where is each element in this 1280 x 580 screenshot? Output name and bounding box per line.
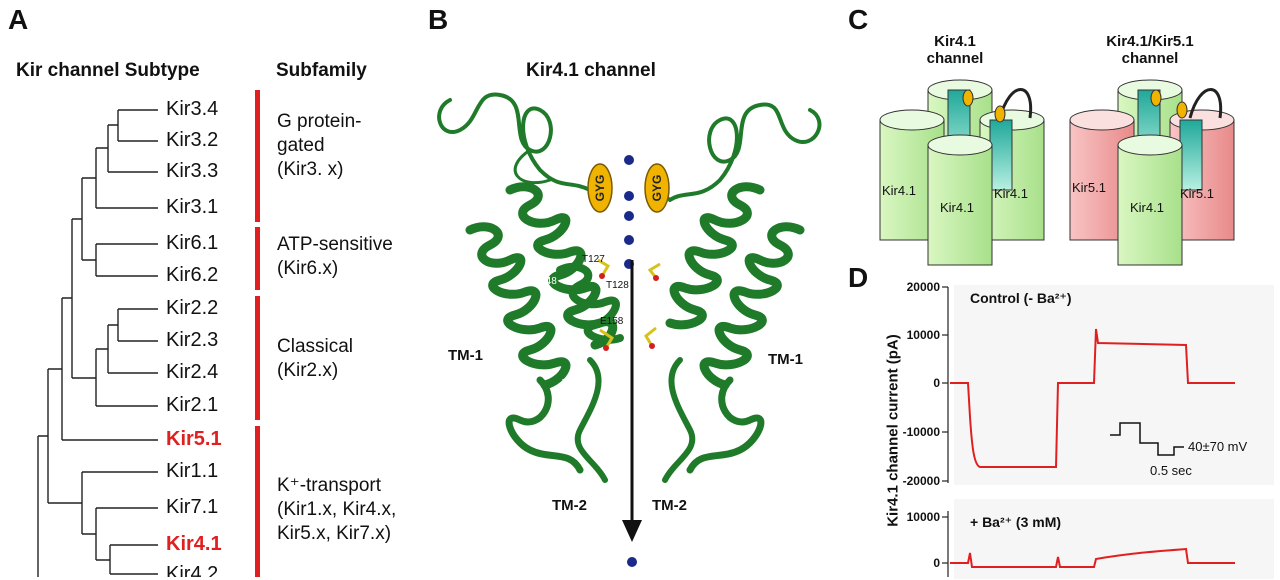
gyg-right-label: GYG — [650, 175, 664, 202]
tick-0: 0 — [933, 376, 940, 390]
protocol-time: 0.5 sec — [1150, 463, 1192, 478]
tick-10000: 10000 — [907, 328, 941, 342]
homo-label-right: Kir4.1 — [994, 186, 1028, 201]
residue-t128: T128 — [606, 280, 629, 291]
leaf-kir2-1: Kir2.1 — [166, 394, 219, 416]
leaf-kir6-2: Kir6.2 — [166, 264, 219, 286]
hetero-title: Kir4.1/Kir5.1 channel — [1085, 33, 1215, 67]
homo-tetramer — [879, 79, 1045, 266]
gyg-left — [587, 163, 613, 213]
structure-title: Kir4.1 channel — [526, 60, 656, 81]
panel-a-letter: A — [8, 4, 29, 35]
homo-title: Kir4.1 channel — [900, 33, 1010, 67]
subfamily-bar-k-transport — [255, 426, 260, 577]
subfamily-bar-atp — [255, 227, 260, 290]
subfamily-atp: ATP-sensitive (Kir6.x) — [277, 233, 393, 281]
leaf-kir3-1: Kir3.1 — [166, 196, 219, 218]
hetero-label-front: Kir4.1 — [1130, 200, 1164, 215]
phylogenetic-tree — [37, 109, 158, 577]
hetero-title-line: Kir4.1/Kir5.1 — [1106, 33, 1194, 50]
tm1-right: TM-1 — [768, 351, 803, 368]
subfamily-g-protein: G protein- gated (Kir3. x) — [277, 110, 361, 182]
leaf-kir4-2: Kir4.2 — [166, 563, 219, 577]
ba-trace — [950, 547, 1235, 568]
subfamily-classical: Classical (Kir2.x) — [277, 335, 353, 383]
gyg-left-label: GYG — [593, 175, 607, 202]
control-trace — [950, 328, 1235, 468]
subfamily-bar-classical — [255, 296, 260, 420]
residue-t148: T148 — [534, 276, 557, 287]
kir41-structure: GYG GYG T127 T128 T148 E158 T164 TM-1 TM… — [437, 92, 822, 567]
current-traces: 20000 10000 0 -10000 -20000 Control (- B… — [903, 280, 1274, 579]
subtype-header: Kir channel Subtype — [16, 60, 200, 81]
residue-t164: T164 — [562, 378, 585, 389]
subfamily-line: gated — [277, 135, 325, 156]
leaf-kir6-1: Kir6.1 — [166, 232, 219, 254]
leaf-kir2-3: Kir2.3 — [166, 329, 219, 351]
residue-t127: T127 — [582, 254, 605, 265]
homo-label-left: Kir4.1 — [882, 183, 916, 198]
leaf-kir4-1: Kir4.1 — [166, 533, 222, 555]
leaf-kir3-3: Kir3.3 — [166, 160, 219, 182]
current-axis-label: Kir4.1 channel current (pA) — [884, 334, 902, 527]
channel-cartoons: Kir4.1 Kir4.1 Kir4.1 Kir5.1 Kir4.1 Kir5.… — [879, 79, 1235, 266]
homo-title-line: channel — [926, 50, 984, 67]
subfamily-line: Kir5.x, Kir7.x) — [277, 523, 392, 544]
leaf-kir1-1: Kir1.1 — [166, 460, 219, 482]
protocol-voltage: 40±70 mV — [1188, 439, 1247, 454]
subfamily-line: (Kir1.x, Kir4.x, — [277, 499, 397, 520]
leaf-kir3-4: Kir3.4 — [166, 98, 219, 120]
subfamily-line: G protein- — [277, 111, 362, 132]
panel-d-letter: D — [848, 262, 869, 293]
subfamily-line: K⁺-transport — [277, 475, 382, 496]
subfamily-line: (Kir6.x) — [277, 258, 339, 279]
tick-bottom-0: 0 — [933, 556, 940, 570]
homo-title-line: Kir4.1 — [934, 33, 976, 50]
panel-b-letter: B — [428, 4, 449, 35]
tick-bottom-10000: 10000 — [907, 510, 941, 524]
subfamily-bar-g-protein — [255, 90, 260, 222]
leaf-kir5-1: Kir5.1 — [166, 428, 222, 450]
subfamily-line: Classical — [277, 336, 354, 357]
tick-20000: 20000 — [907, 280, 941, 294]
tm2-left: TM-2 — [552, 497, 587, 514]
hetero-label-left: Kir5.1 — [1072, 180, 1106, 195]
subfamily-line: ATP-sensitive — [277, 234, 393, 255]
gyg-right — [644, 163, 670, 213]
leaf-kir3-2: Kir3.2 — [166, 129, 219, 151]
leaf-kir7-1: Kir7.1 — [166, 496, 219, 518]
residue-e158: E158 — [600, 316, 624, 327]
tm2-right: TM-2 — [652, 497, 687, 514]
hetero-label-right: Kir5.1 — [1180, 186, 1214, 201]
subfamily-line: (Kir2.x) — [277, 360, 339, 381]
ba-label: + Ba²⁺ (3 mM) — [970, 514, 1061, 530]
leaf-kir2-4: Kir2.4 — [166, 361, 219, 383]
subfamily-header: Subfamily — [276, 60, 367, 81]
tm1-left: TM-1 — [448, 347, 483, 364]
control-label: Control (- Ba²⁺) — [970, 290, 1071, 306]
hetero-tetramer — [1069, 79, 1235, 266]
homo-label-front: Kir4.1 — [940, 200, 974, 215]
hetero-title-line: channel — [1121, 50, 1179, 67]
subfamily-line: (Kir3. x) — [277, 159, 344, 180]
leaf-kir2-2: Kir2.2 — [166, 297, 219, 319]
tick-neg20000: -20000 — [903, 474, 941, 488]
subfamily-k-transport: K⁺-transport (Kir1.x, Kir4.x, Kir5.x, Ki… — [277, 474, 396, 546]
panel-c-letter: C — [848, 4, 869, 35]
tick-neg10000: -10000 — [903, 425, 941, 439]
